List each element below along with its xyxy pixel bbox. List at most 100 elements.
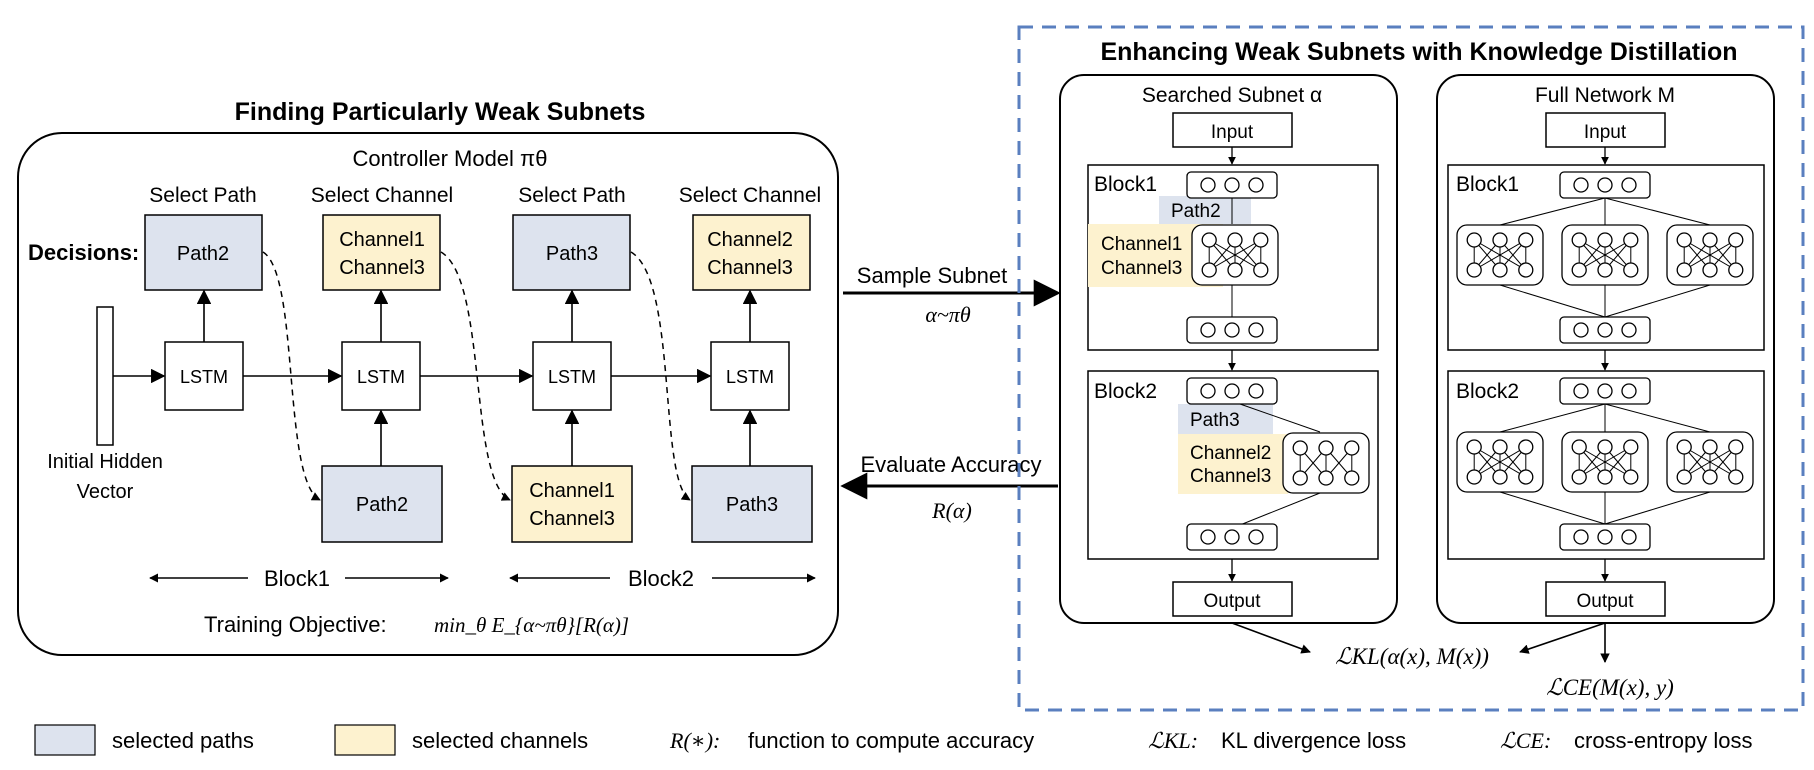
neuron-node (1318, 440, 1334, 456)
neuron-node (1623, 439, 1639, 455)
evaluate-accuracy-formula: R(α) (931, 498, 972, 523)
lstm-cell-3-label: LSTM (548, 367, 596, 387)
decision-box-channel23 (692, 214, 811, 291)
right-panel: Enhancing Weak Subnets with Knowledge Di… (1017, 25, 1805, 712)
input-box-path2 (321, 465, 443, 543)
lstm-cell-1-label: LSTM (180, 367, 228, 387)
neuron-node (1344, 440, 1360, 456)
column-header-2: Select Channel (311, 184, 453, 207)
neuron-node (1573, 322, 1589, 338)
neuron-node (1248, 322, 1264, 338)
middle-connectors: Sample Subnet α~πθ Evaluate Accuracy R(α… (840, 263, 1061, 523)
neuron-node (1597, 232, 1613, 248)
legend: selected paths selected channels R(∗): f… (34, 724, 1753, 756)
sample-subnet-label: Sample Subnet (857, 263, 1007, 288)
neuron-node (1248, 177, 1264, 193)
legend-ce-symbol: ℒCE: (1500, 728, 1551, 753)
neuron-node (1728, 232, 1744, 248)
net-edge (1604, 403, 1711, 433)
ce-loss-formula: ℒCE(M(x), y) (1546, 675, 1674, 700)
neuron-node (1702, 439, 1718, 455)
decision-box-channel13-line2: Channel3 (339, 257, 425, 279)
legend-kl-symbol: ℒKL: (1148, 728, 1198, 753)
searched-block2-channel-line1: Channel2 (1190, 443, 1271, 464)
searched-block1-channel-line2: Channel3 (1101, 258, 1182, 279)
neuron-node (1621, 322, 1637, 338)
left-panel-title: Finding Particularly Weak Subnets (235, 98, 646, 126)
initial-vector-label-line2: Vector (77, 481, 134, 503)
controller-label: Controller Model πθ (353, 146, 548, 171)
neuron-node (1623, 262, 1639, 278)
decision-box-path3 (512, 214, 631, 291)
controller-frame (17, 132, 839, 656)
decision-box-channel23-line2: Channel3 (707, 257, 793, 279)
neuron-node (1728, 262, 1744, 278)
neuron-node (1597, 262, 1613, 278)
column-header-1: Select Path (149, 184, 256, 207)
searched-output-box (1172, 581, 1293, 617)
input-box-path2-text: Path2 (356, 494, 408, 516)
legend-path-swatch (34, 724, 96, 756)
full-output-label: Output (1576, 591, 1634, 612)
initial-vector-label-line1: Initial Hidden (47, 451, 163, 473)
legend-channel-swatch (334, 724, 396, 756)
decision-arrows (196, 289, 758, 342)
neuron-node (1200, 383, 1216, 399)
legend-kl-desc: KL divergence loss (1221, 728, 1406, 753)
neuron-node (1597, 322, 1613, 338)
full-block1-label: Block1 (1456, 173, 1519, 196)
neuron-node (1253, 232, 1269, 248)
neuron-node (1200, 177, 1216, 193)
net-edge (1578, 446, 1632, 478)
neuron-node (1466, 439, 1482, 455)
left-block1-label: Block1 (264, 566, 330, 591)
searched-block1-path-highlight (1159, 196, 1251, 224)
neuron-node (1466, 262, 1482, 278)
column-header-3: Select Path (518, 184, 625, 207)
neuron-node (1492, 262, 1508, 278)
full-input-label: Input (1584, 122, 1627, 143)
net-edge (1499, 403, 1606, 433)
distillation-dashed-frame (1017, 25, 1805, 712)
decisions-label: Decisions: (28, 240, 139, 265)
net-edge (1208, 239, 1262, 271)
neuron-node (1623, 469, 1639, 485)
input-box-channel13-line1: Channel1 (529, 480, 615, 502)
net-edge (1604, 284, 1711, 318)
neuron-node (1318, 470, 1334, 486)
network-graphics (1186, 171, 1754, 551)
neuron-node (1597, 469, 1613, 485)
evaluate-accuracy-label: Evaluate Accuracy (861, 452, 1042, 477)
training-objective-label: Training Objective: (204, 612, 387, 637)
neuron-node (1201, 262, 1217, 278)
neuron-node (1492, 439, 1508, 455)
legend-ce-desc: cross-entropy loss (1574, 728, 1753, 753)
neuron-node (1518, 469, 1534, 485)
net-edge (1473, 239, 1527, 271)
full-block2-label: Block2 (1456, 380, 1519, 403)
feedback-dashed-curves (262, 251, 691, 501)
neuron-node (1621, 529, 1637, 545)
net-edge (1239, 492, 1321, 526)
subnet-flow-arrows (1228, 147, 1609, 582)
right-panel-title: Enhancing Weak Subnets with Knowledge Di… (1100, 38, 1737, 66)
searched-input-box (1172, 112, 1293, 148)
searched-block2-path-highlight (1178, 404, 1273, 434)
lstm-cell-2-label: LSTM (357, 367, 405, 387)
net-edge (1239, 403, 1321, 433)
neuron-node (1200, 322, 1216, 338)
neuron-node (1224, 529, 1240, 545)
neuron-node (1597, 177, 1613, 193)
neuron-node (1676, 469, 1692, 485)
loss-arrows (1231, 622, 1610, 663)
net-edge (1499, 491, 1606, 525)
neuron-node (1573, 177, 1589, 193)
left-block2-label: Block2 (628, 566, 694, 591)
input-box-path3 (691, 465, 813, 543)
neuron-node (1227, 232, 1243, 248)
full-input-box (1545, 112, 1666, 148)
neuron-node (1597, 529, 1613, 545)
searched-block2-channel-line2: Channel3 (1190, 466, 1271, 487)
net-edge (1499, 197, 1606, 226)
neuron-node (1248, 529, 1264, 545)
